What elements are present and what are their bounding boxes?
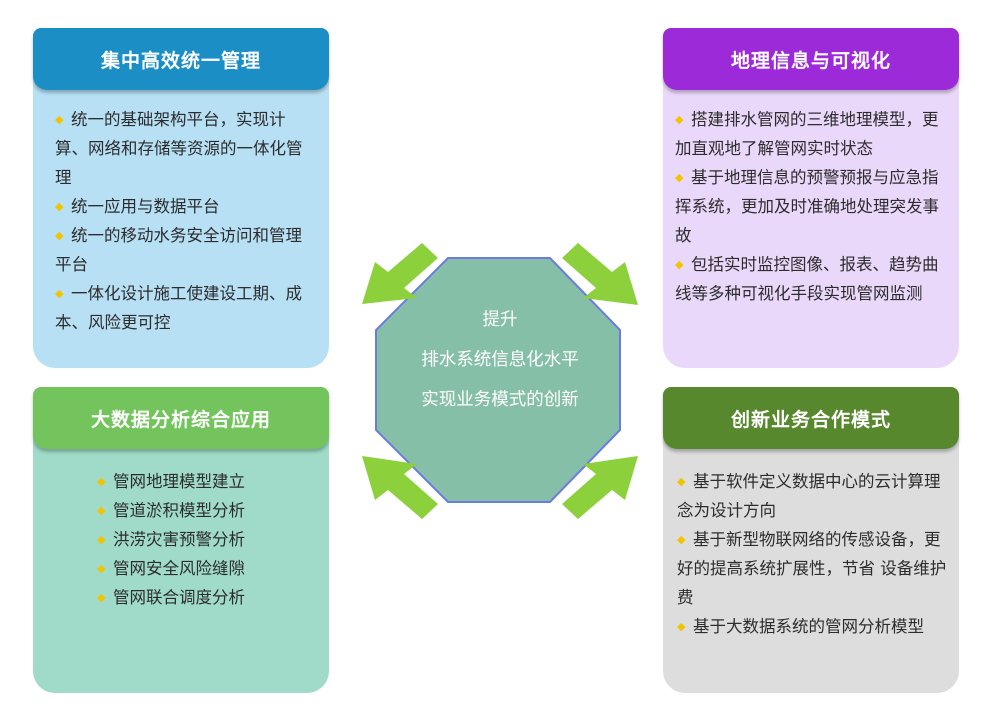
list-item: ◆管道淤积模型分析 <box>97 496 317 525</box>
diamond-bullet-icon: ◆ <box>677 620 686 633</box>
list-item: ◆搭建排水管网的三维地理模型，更加直观地了解管网实时状态 <box>675 105 953 163</box>
center-line-1: 提升 <box>482 310 518 330</box>
arrow-up-right-icon <box>562 243 638 305</box>
arrow-up-left-icon <box>362 243 438 304</box>
list-item: ◆基于地理信息的预警预报与应急指挥系统，更加及时准确地处理突发事故 <box>675 163 953 250</box>
list-item: ◆统一的移动水务安全访问和管理平台 <box>55 221 317 279</box>
diamond-bullet-icon: ◆ <box>55 287 64 300</box>
diamond-bullet-icon: ◆ <box>97 504 106 517</box>
diamond-bullet-icon: ◆ <box>97 533 106 546</box>
list-item: ◆基于大数据系统的管网分析模型 <box>677 612 953 641</box>
diamond-bullet-icon: ◆ <box>55 113 64 126</box>
card-list-business-innovation: ◆基于软件定义数据中心的云计算理念为设计方向 ◆基于新型物联网络的传感设备，更好… <box>677 467 953 641</box>
center-line-3: 实现业务模式的创新 <box>421 390 579 410</box>
list-item: ◆基于新型物联网络的传感设备，更好的提高系统扩展性，节省 设备维护费 <box>677 525 953 612</box>
center-message: 提升 排水系统信息化水平 实现业务模式的创新 <box>375 300 625 420</box>
card-list-big-data-analysis: ◆管网地理模型建立 ◆管道淤积模型分析 ◆洪涝灾害预警分析 ◆管网安全风险缝隙 … <box>97 467 317 612</box>
list-item: ◆管网地理模型建立 <box>97 467 317 496</box>
diamond-bullet-icon: ◆ <box>675 258 684 271</box>
list-item: ◆包括实时监控图像、报表、趋势曲线等多种可视化手段实现管网监测 <box>675 250 953 308</box>
diamond-bullet-icon: ◆ <box>55 200 64 213</box>
card-list-centralized-management: ◆统一的基础架构平台，实现计算、网络和存储等资源的一体化管理 ◆统一应用与数据平… <box>55 105 317 337</box>
card-title-business-innovation: 创新业务合作模式 <box>663 387 959 449</box>
diamond-bullet-icon: ◆ <box>675 113 684 126</box>
diamond-bullet-icon: ◆ <box>55 229 64 242</box>
diamond-bullet-icon: ◆ <box>677 475 686 488</box>
list-item: ◆管网联合调度分析 <box>97 583 317 612</box>
card-title-geo-visualization: 地理信息与可视化 <box>663 28 959 90</box>
diamond-bullet-icon: ◆ <box>677 533 686 546</box>
card-list-geo-visualization: ◆搭建排水管网的三维地理模型，更加直观地了解管网实时状态 ◆基于地理信息的预警预… <box>675 105 953 308</box>
card-title-centralized-management: 集中高效统一管理 <box>33 28 329 90</box>
diamond-bullet-icon: ◆ <box>675 171 684 184</box>
list-item: ◆管网安全风险缝隙 <box>97 554 317 583</box>
list-item: ◆基于软件定义数据中心的云计算理念为设计方向 <box>677 467 953 525</box>
card-title-big-data-analysis: 大数据分析综合应用 <box>33 387 329 449</box>
diamond-bullet-icon: ◆ <box>97 562 106 575</box>
diamond-bullet-icon: ◆ <box>97 591 106 604</box>
list-item: ◆统一的基础架构平台，实现计算、网络和存储等资源的一体化管理 <box>55 105 317 192</box>
list-item: ◆一体化设计施工使建设工期、成本、风险更可控 <box>55 279 317 337</box>
list-item: ◆洪涝灾害预警分析 <box>97 525 317 554</box>
arrow-down-left-icon <box>362 456 438 519</box>
arrow-down-right-icon <box>562 456 638 519</box>
diamond-bullet-icon: ◆ <box>97 475 106 488</box>
list-item: ◆统一应用与数据平台 <box>55 192 317 221</box>
center-line-2: 排水系统信息化水平 <box>421 350 579 370</box>
